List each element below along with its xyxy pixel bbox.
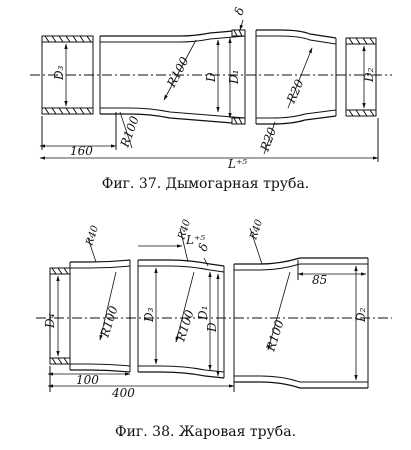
fig38-dim-400: 400 [111, 386, 135, 400]
fig37-label-d3: D₃ [52, 65, 66, 81]
figure-38-caption: Фиг. 38. Жаровая труба. [114, 424, 297, 440]
fig38-drawing [36, 227, 392, 392]
fig38-tube-segment-left [49, 259, 131, 373]
fig38-label-delta: δ [196, 241, 212, 253]
fig38-dim-length: L⁺⁵ [185, 233, 205, 247]
fig38-tube-segment-middle [137, 259, 225, 379]
fig37-label-delta: δ [232, 5, 248, 17]
fig37-label-r20-b: R20 [257, 125, 279, 154]
fig38-label-d2: D₂ [354, 307, 368, 323]
fig38-label-r100-c: R100 [263, 318, 287, 354]
fig38-label-d1: D₁ [196, 306, 210, 321]
fig38-label-r40-c: R40 [248, 218, 265, 242]
fig37-label-r100-b: R100 [117, 114, 142, 150]
fig37-label-d1: D₁ [227, 70, 241, 85]
fig38-labels: D₄ D₃ D₁ D D₂ δ R100 R100 R100 R40 R40 R… [43, 218, 368, 400]
fig37-label-r20-a: R20 [284, 77, 307, 106]
fig38-label-d4: D₄ [43, 313, 57, 329]
fig37-label-r100-a: R100 [164, 54, 192, 90]
fig37-dim-160: 160 [70, 144, 93, 158]
fig37-tube-segment-end [345, 37, 377, 117]
fig38-label-r100-b: R100 [173, 308, 197, 344]
fig37-label-d: D [204, 72, 218, 83]
fig37-tube-segment-taper [99, 29, 246, 125]
figure-37-caption: Фиг. 37. Дымогарная труба. [101, 176, 310, 192]
fig37-tube-segment-right [255, 29, 337, 125]
fig37-label-d2: D₂ [362, 67, 376, 83]
fig37-tube-segment-left [41, 35, 94, 115]
fig38-dim-85: 85 [312, 273, 327, 287]
fig38-label-d: D [205, 322, 219, 333]
fig37-drawing [30, 19, 392, 162]
fig38-dim-100: 100 [76, 373, 99, 387]
fig38-label-d3: D₃ [142, 307, 156, 323]
fig38-tube-segment-right [233, 257, 369, 389]
fig38-label-r100-a: R100 [97, 304, 121, 340]
fig37-dim-length: L⁺⁵ [227, 157, 247, 171]
fig38-label-r40-a: R40 [84, 224, 101, 248]
